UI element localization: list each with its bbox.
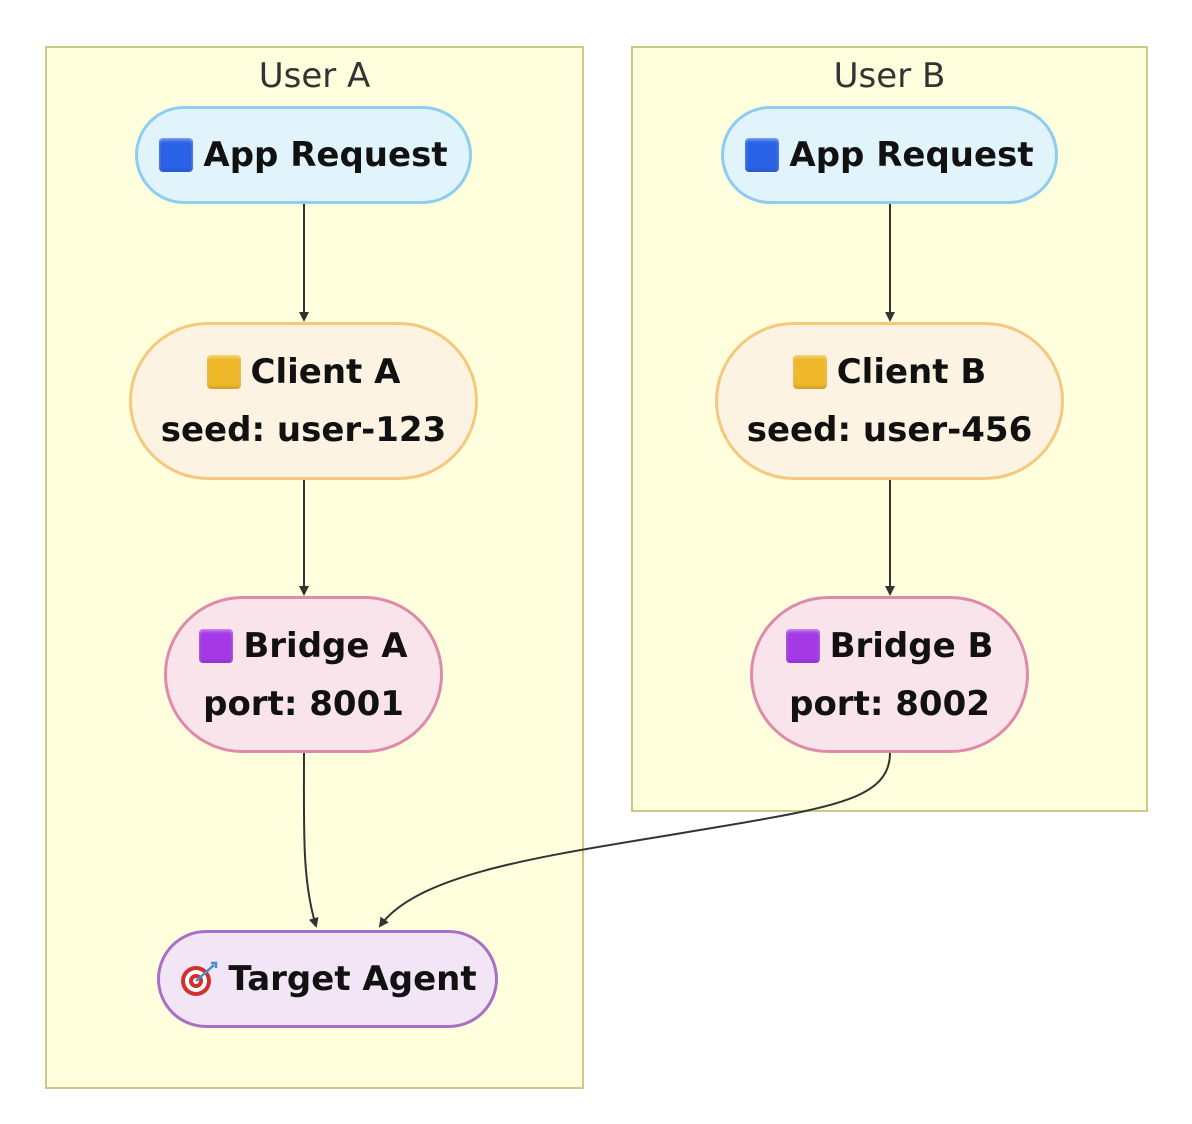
node-client-a[interactable]: Client A seed: user-123 xyxy=(129,322,478,480)
node-detail: seed: user-456 xyxy=(746,410,1033,450)
node-label: Target Agent xyxy=(228,959,477,999)
cluster-title-user-a: User A xyxy=(258,56,371,96)
cluster-title-user-b: User B xyxy=(833,56,946,96)
blue-square-icon xyxy=(159,138,194,172)
node-app-request-b[interactable]: App Request xyxy=(721,106,1058,204)
node-label: App Request xyxy=(789,135,1034,175)
node-bridge-b[interactable]: Bridge B port: 8002 xyxy=(750,596,1029,753)
node-detail: port: 8001 xyxy=(203,683,404,724)
yellow-square-icon xyxy=(206,355,241,389)
node-app-request-a[interactable]: App Request xyxy=(135,106,472,204)
cluster-user-a: User A xyxy=(45,46,584,1089)
node-client-b[interactable]: Client B seed: user-456 xyxy=(715,322,1064,480)
node-label: App Request xyxy=(203,135,448,175)
node-label: Client B xyxy=(836,352,987,392)
node-bridge-a[interactable]: Bridge A port: 8001 xyxy=(164,596,443,753)
node-target-agent[interactable]: Target Agent xyxy=(157,930,498,1028)
node-label: Client A xyxy=(250,352,401,392)
node-detail: port: 8002 xyxy=(789,683,990,724)
node-label: Bridge A xyxy=(243,625,408,666)
node-label: Bridge B xyxy=(829,625,994,666)
purple-square-icon xyxy=(785,628,820,663)
yellow-square-icon xyxy=(792,355,827,389)
dart-target-icon xyxy=(181,961,218,996)
edge-bridge-a-to-target-agent xyxy=(302,752,319,928)
edge-bridge-b-to-target-agent xyxy=(378,752,891,928)
blue-square-icon xyxy=(745,138,780,172)
node-detail: seed: user-123 xyxy=(160,410,447,450)
purple-square-icon xyxy=(199,628,234,663)
